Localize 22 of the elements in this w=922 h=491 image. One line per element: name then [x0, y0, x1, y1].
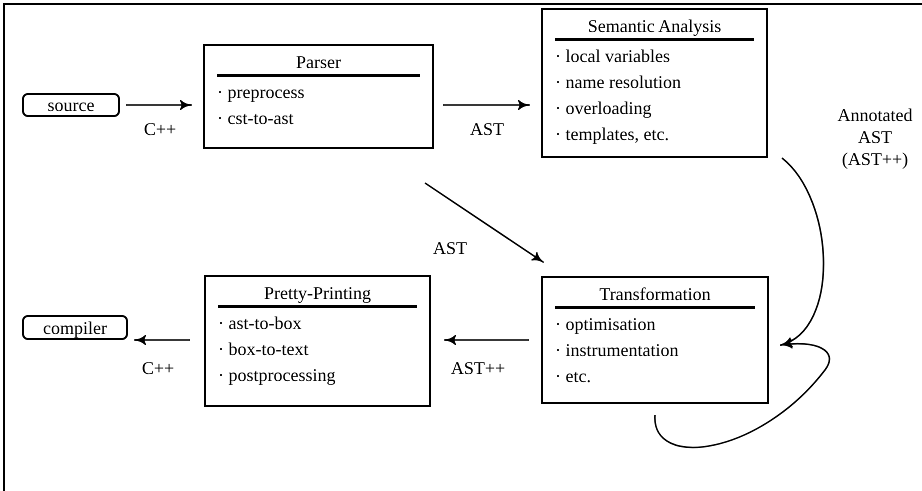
list-item: · templates, etc. [555, 123, 670, 146]
list-item: · ast-to-box [218, 312, 302, 335]
box-heading: Semantic Analysis [555, 14, 754, 41]
list-item: · cst-to-ast [217, 107, 294, 130]
list-item: · optimisation [555, 313, 656, 336]
list-item: · instrumentation [555, 339, 680, 362]
list-item: · overloading [555, 97, 652, 120]
terminal-box: compiler [22, 315, 128, 340]
box-heading: Transformation [555, 282, 755, 309]
process-box [541, 8, 768, 158]
list-item: · box-to-text [218, 338, 310, 361]
list-item: · local variables [555, 45, 671, 68]
list-item: · etc. [555, 365, 592, 388]
box-heading: Pretty-Printing [218, 281, 417, 308]
process-box [203, 44, 434, 149]
list-item: · name resolution [555, 71, 682, 94]
process-box [204, 275, 431, 407]
process-box [541, 276, 769, 404]
terminal-box: source [22, 93, 120, 117]
box-heading: Parser [217, 50, 420, 77]
list-item: · preprocess [217, 81, 306, 104]
list-item: · postprocessing [218, 364, 336, 387]
